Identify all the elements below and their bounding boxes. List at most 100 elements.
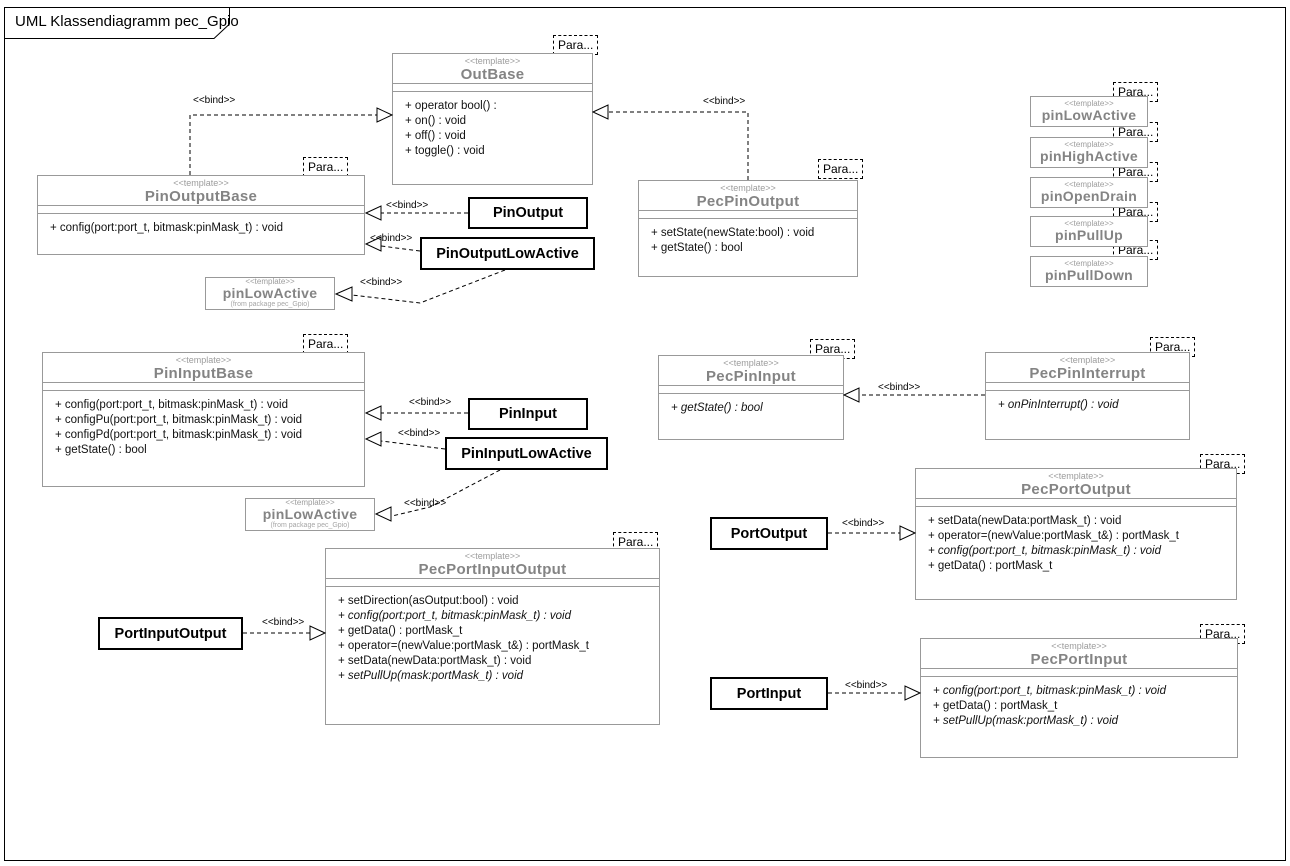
method: + getState() : bool [55, 444, 147, 456]
attributes-compartment [393, 83, 592, 92]
bind-label: <<bind>> [878, 382, 921, 393]
methods-compartment: + config(port:port_t, bitmask:pinMask_t)… [921, 677, 1237, 757]
method: + setPullUp(mask:portMask_t) : void [933, 715, 1119, 727]
stereotype-label: <<template>> [173, 178, 229, 188]
stereotype-label: <<template>> [1064, 99, 1114, 108]
bind-box-portoutput[interactable]: PortOutput [710, 517, 828, 550]
methods-compartment: + setData(newData:portMask_t) : void + o… [916, 507, 1236, 599]
class-name: pinPullUp [1054, 227, 1124, 243]
method: + getData() : portMask_t [928, 560, 1053, 572]
bind-box-pinoutputlowactive[interactable]: PinOutputLowActive [420, 237, 595, 270]
bind-label: <<bind>> [703, 96, 746, 107]
class-pecportoutput[interactable]: <<template>> PecPortOutput + setData(new… [915, 468, 1237, 600]
class-name: OutBase [460, 66, 525, 83]
bind-label: <<bind>> [398, 428, 441, 439]
template-param-box-pininputbase[interactable]: Para... [303, 334, 349, 354]
class-name: pinLowActive [262, 506, 358, 522]
bind-label: <<bind>> [409, 397, 452, 408]
template-param-box-pinoutputbase[interactable]: Para... [303, 157, 349, 177]
bind-label: <<bind>> [845, 680, 888, 691]
attributes-compartment [38, 205, 364, 214]
method: + on() : void [405, 115, 467, 127]
method: + configPu(port:port_t, bitmask:pinMask_… [55, 414, 303, 426]
methods-compartment: + setDirection(asOutput:bool) : void + c… [326, 587, 659, 724]
class-pinopendrain[interactable]: <<template>> pinOpenDrain [1030, 177, 1148, 208]
method: + config(port:port_t, bitmask:pinMask_t)… [55, 399, 288, 411]
stereotype-label: <<template>> [464, 56, 521, 66]
class-name: pinLowActive [1041, 107, 1137, 123]
method: + off() : void [405, 130, 466, 142]
class-pecportinput[interactable]: <<template>> PecPortInput + config(port:… [920, 638, 1238, 758]
class-pinoutputbase[interactable]: <<template>> PinOutputBase + config(port… [37, 175, 365, 255]
stereotype-label: <<template>> [464, 551, 521, 561]
frame-border [4, 7, 1286, 861]
bind-box-portinput[interactable]: PortInput [710, 677, 828, 710]
template-param-box-outbase[interactable]: Para... [553, 35, 599, 55]
class-pinpulldown[interactable]: <<template>> pinPullDown [1030, 256, 1148, 287]
class-name: PinOutputBase [144, 188, 258, 205]
class-pecpininput[interactable]: <<template>> PecPinInput + getState() : … [658, 355, 844, 440]
bind-label: <<bind>> [193, 95, 236, 106]
class-name: PecPinInput [706, 368, 796, 385]
stereotype-label: <<template>> [1064, 140, 1114, 149]
class-name: PecPortInputOutput [418, 561, 567, 578]
methods-compartment: + config(port:port_t, bitmask:pinMask_t)… [38, 214, 364, 254]
methods-compartment: + setState(newState:bool) : void + getSt… [639, 219, 857, 276]
stereotype-label: <<template>> [1064, 219, 1114, 228]
attributes-compartment [986, 382, 1189, 391]
class-header: <<template>> PecPortInputOutput [326, 549, 659, 578]
bind-label: <<bind>> [404, 498, 447, 509]
stereotype-label: <<template>> [1051, 641, 1107, 651]
method: + setState(newState:bool) : void [651, 227, 815, 239]
bind-box-portinputoutput[interactable]: PortInputOutput [98, 617, 243, 650]
stereotype-label: <<template>> [723, 358, 779, 368]
class-name: PecPortInput [1030, 651, 1128, 668]
bind-box-pinoutput[interactable]: PinOutput [468, 197, 588, 229]
class-pecpininterrupt[interactable]: <<template>> PecPinInterrupt + onPinInte… [985, 352, 1190, 440]
method: + setData(newData:portMask_t) : void [338, 655, 532, 667]
bind-box-pininputlowactive[interactable]: PinInputLowActive [445, 437, 608, 470]
methods-compartment: + operator bool() : + on() : void + off(… [393, 92, 592, 184]
template-param-box-pecpinoutput[interactable]: Para... [818, 159, 864, 179]
class-header: <<template>> PecPortOutput [916, 469, 1236, 498]
attributes-compartment [921, 668, 1237, 677]
diagram-title: UML Klassendiagramm pec_Gpio [15, 13, 239, 30]
bind-box-pininput[interactable]: PinInput [468, 398, 588, 430]
class-pinlowactive-right[interactable]: <<template>> pinLowActive [1030, 96, 1148, 127]
method: + setDirection(asOutput:bool) : void [338, 595, 519, 607]
method: + setData(newData:portMask_t) : void [928, 515, 1122, 527]
methods-compartment: + getState() : bool [659, 394, 843, 439]
class-pecpinoutput[interactable]: <<template>> PecPinOutput + setState(new… [638, 180, 858, 277]
class-pinlowactive-bottom[interactable]: <<template>> pinLowActive (from package … [245, 498, 375, 531]
attributes-compartment [326, 578, 659, 587]
package-note: (from package pec_Gpio) [230, 301, 310, 308]
method: + operator=(newValue:portMask_t&) : port… [928, 530, 1179, 542]
class-name: pinPullDown [1044, 267, 1134, 283]
class-header: <<template>> PecPortInput [921, 639, 1237, 668]
methods-compartment: + config(port:port_t, bitmask:pinMask_t)… [43, 391, 364, 486]
class-header: <<template>> PinOutputBase [38, 176, 364, 205]
class-name: PecPortOutput [1021, 481, 1131, 498]
stereotype-label: <<template>> [245, 277, 295, 286]
class-pininputbase[interactable]: <<template>> PinInputBase + config(port:… [42, 352, 365, 487]
class-pecportinputoutput[interactable]: <<template>> PecPortInputOutput + setDir… [325, 548, 660, 725]
method: + config(port:port_t, bitmask:pinMask_t)… [928, 545, 1161, 557]
class-header: <<template>> PecPinInput [659, 356, 843, 385]
attributes-compartment [639, 210, 857, 219]
class-outbase[interactable]: <<template>> OutBase + operator bool() :… [392, 53, 593, 185]
method: + config(port:port_t, bitmask:pinMask_t)… [50, 222, 283, 234]
class-pinpullup[interactable]: <<template>> pinPullUp [1030, 216, 1148, 247]
bind-label: <<bind>> [842, 518, 885, 529]
class-pinhighactive[interactable]: <<template>> pinHighActive [1030, 137, 1148, 168]
class-name: pinHighActive [1039, 148, 1139, 164]
bind-label: <<bind>> [262, 617, 305, 628]
method: + toggle() : void [405, 145, 485, 157]
class-pinlowactive-top[interactable]: <<template>> pinLowActive (from package … [205, 277, 335, 310]
method: + getState() : bool [651, 242, 743, 254]
stereotype-label: <<template>> [1064, 259, 1114, 268]
class-name: pinOpenDrain [1040, 188, 1138, 204]
class-header: <<template>> PecPinOutput [639, 181, 857, 210]
method: + operator=(newValue:portMask_t&) : port… [338, 640, 589, 652]
method: + getState() : bool [671, 402, 763, 414]
method: + onPinInterrupt() : void [998, 399, 1119, 411]
